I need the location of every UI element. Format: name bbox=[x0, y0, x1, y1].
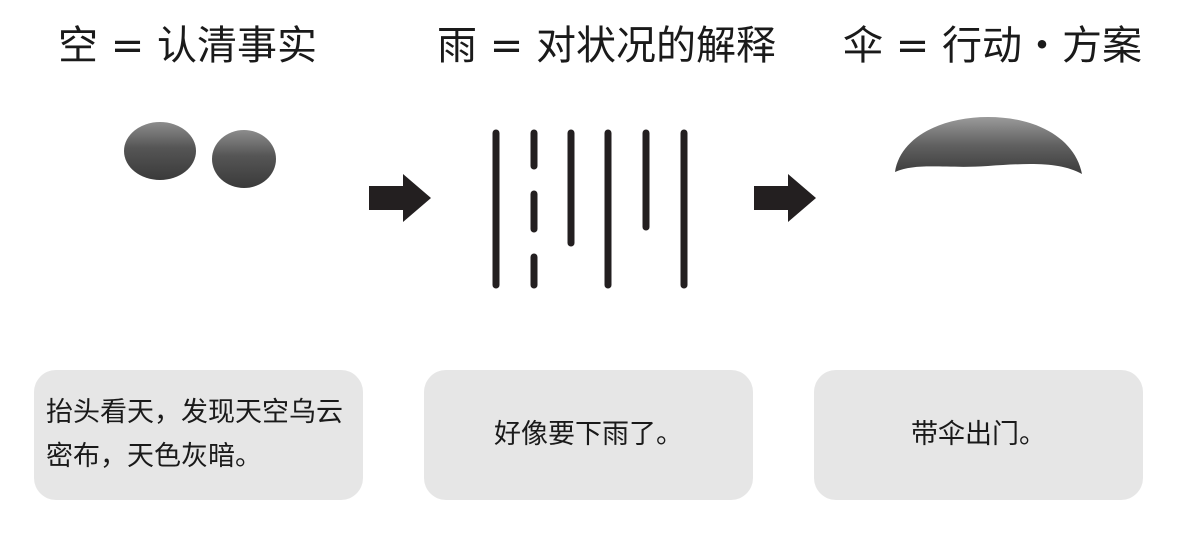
rain-lines-icon bbox=[492, 129, 688, 289]
step-1-caption: 抬头看天，发现天空乌云密布，天色灰暗。 bbox=[46, 397, 343, 472]
step-3-caption-box: 带伞出门。 bbox=[814, 370, 1143, 500]
step-1-caption-box: 抬头看天，发现天空乌云密布，天色灰暗。 bbox=[34, 370, 363, 500]
umbrella-canopy-icon bbox=[895, 117, 1082, 174]
right-arrow-icon bbox=[754, 174, 816, 222]
step-3-title: 伞 = 行动・方案 bbox=[843, 23, 1142, 69]
step-2-title: 雨 = 对状况的解释 bbox=[437, 23, 776, 69]
right-arrow-icon bbox=[369, 174, 431, 222]
step-2-caption: 好像要下雨了。 bbox=[494, 419, 683, 450]
dark-clouds-icon bbox=[124, 122, 276, 188]
step-2-caption-box: 好像要下雨了。 bbox=[424, 370, 753, 500]
cloud-left bbox=[124, 122, 196, 180]
step-3-caption: 带伞出门。 bbox=[911, 419, 1046, 450]
cloud-right bbox=[212, 130, 276, 188]
step-1-title: 空 = 认清事实 bbox=[58, 23, 317, 69]
